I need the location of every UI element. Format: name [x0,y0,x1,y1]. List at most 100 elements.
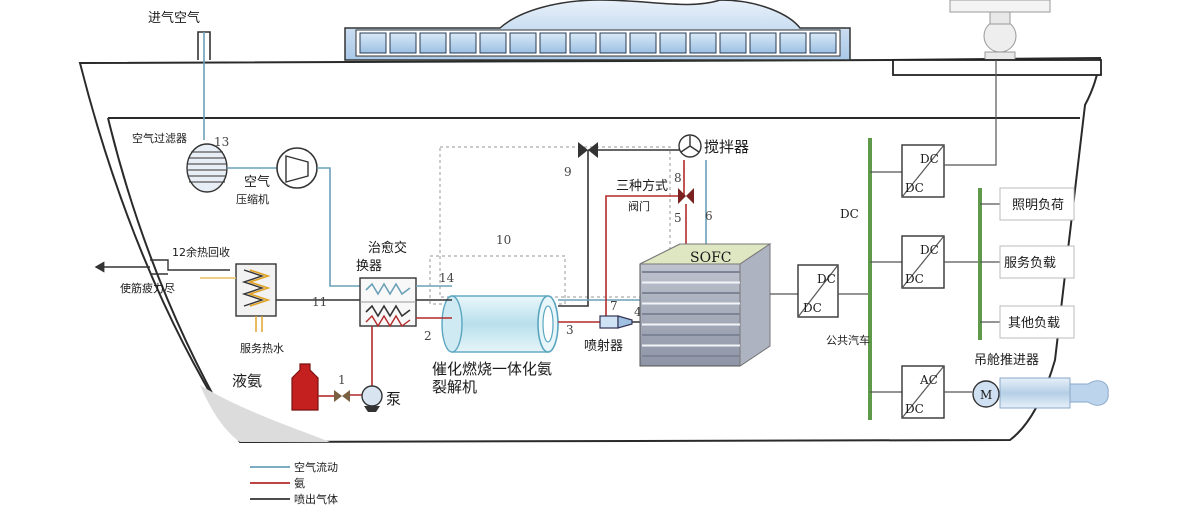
dc-bus-label: DC [840,207,859,221]
ship-hull [78,56,1102,444]
top-dcdc-converter: DC DC [901,144,945,198]
sofc-layers [642,271,740,357]
air-compressor: 空气 压缩机 [236,147,318,206]
window-pane [479,32,507,54]
radar-mast [949,0,1051,63]
air-filter-label: 空气过滤器 [132,131,187,145]
public-bus-label: 公共汽车 [826,333,870,347]
electrical-system: DC DC DC 公共汽车 DC DC DC DC 照明负荷 [770,60,1109,420]
hull-bottom-shading [200,385,330,442]
window-pane [569,32,597,54]
stream-7-label: 7 [610,299,618,313]
stream-8-label: 8 [674,171,682,185]
three-way-label-2: 阀门 [628,199,650,213]
valve-9: 9 [564,142,598,179]
load-conv-out: DC [905,272,924,286]
window-pane [809,32,837,54]
ammonia-pump: 泵 [361,385,401,412]
service-load-box [999,245,1075,279]
three-way-label-1: 三种方式 [616,178,668,194]
cracker-label-1: 催化燃烧一体化氨 [432,360,552,378]
upper-deck-bar [892,59,1102,76]
heat-exchanger: 治愈交 换器 [356,240,417,328]
ammonia-valve-1: 1 [334,373,350,402]
thruster-conv-ac: AC [919,373,938,387]
window-pane [389,32,417,54]
sofc-conv-in: DC [817,272,836,286]
window-pane [629,32,657,54]
compressor-label: 压缩机 [236,192,269,206]
pod-thruster-label: 吊舱推进器 [974,353,1039,368]
superstructure [344,0,851,61]
lighting-load-label: 照明负荷 [1012,198,1064,213]
window-pane [419,32,447,54]
window-pane [509,32,537,54]
lighting-load-box [999,187,1075,221]
legend-label-air: 空气流动 [294,460,338,474]
window-pane [359,32,387,54]
stream-3-label: 3 [566,323,574,337]
stream-2-label: 2 [424,329,432,343]
ejector: 喷射器 7 3 4 2 [424,299,642,354]
load-conv-in: DC [920,243,939,257]
legend: 空气流动 氨 喷出气体 [250,460,338,506]
service-hot-water-label: 服务热水 [240,342,284,355]
stream-6-label: 6 [705,209,713,223]
liquid-ammonia-label: 液氨 [232,372,262,390]
window-pane [719,32,747,54]
thruster-conv-dc: DC [905,402,924,416]
stream-9-label: 9 [564,165,572,179]
sofc-conv-out: DC [803,301,822,315]
motor-label: M [980,388,992,402]
legend-label-jet: 喷出气体 [294,492,338,506]
window-pane [449,32,477,54]
stream-5-label: 5 [674,211,682,225]
ejector-label: 喷射器 [584,338,623,354]
air-filter-number: 13 [214,135,229,149]
air-filter: 空气过滤器 13 [132,131,229,193]
cracker-label-2: 裂解机 [432,378,477,396]
window-pane [539,32,567,54]
stream-4-label: 4 [634,305,642,319]
window-pane [659,32,687,54]
motor-icon [972,380,1000,408]
mixer: 搅拌器 [678,134,749,158]
heat-recovery-label: 12余热回收 [172,245,230,259]
top-conv-in: DC [920,152,939,166]
intake-air-label: 进气空气 [148,10,200,26]
exhaust-label: 使筋疲力尽 [120,281,175,295]
stream-1-label: 1 [338,373,346,387]
other-load-label: 其他负载 [1008,316,1060,331]
ammonia-cracker: 催化燃烧一体化氨 裂解机 [432,295,559,396]
ammonia-tank: 液氨 [232,363,319,411]
service-load-label: 服务负载 [1004,255,1056,271]
heat-recovery-unit: 12余热回收 使筋疲力尽 服务热水 [94,245,360,355]
air-label: 空气 [244,174,270,190]
stream-14-label: 14 [439,271,455,285]
thruster-acdc-converter: AC DC [901,365,945,419]
other-load-box [999,305,1075,339]
window-pane [599,32,627,54]
sofc-stack: SOFC [639,243,772,367]
pod-thruster: 吊舱推进器 M [972,353,1109,409]
pump-label: 泵 [386,390,401,408]
window-pane [779,32,807,54]
window-pane [749,32,777,54]
sofc-label: SOFC [690,250,732,266]
top-conv-out: DC [905,181,924,195]
stream-10-label: 10 [496,233,511,247]
sofc-dcdc-converter: DC DC [797,264,839,318]
air-intake: 进气空气 [148,10,211,140]
window-row [359,32,837,54]
piping [346,149,707,396]
mixer-label: 搅拌器 [704,138,749,156]
heat-exchanger-label-1: 治愈交 [368,240,407,256]
propeller-icon [1069,380,1109,406]
legend-label-ammonia: 氨 [294,477,305,490]
load-dcdc-converter: DC DC [901,235,945,289]
stream-11-label: 11 [312,295,327,309]
inner-dashed-loop [429,255,566,305]
bypass-loop [439,146,671,298]
window-pane [689,32,717,54]
